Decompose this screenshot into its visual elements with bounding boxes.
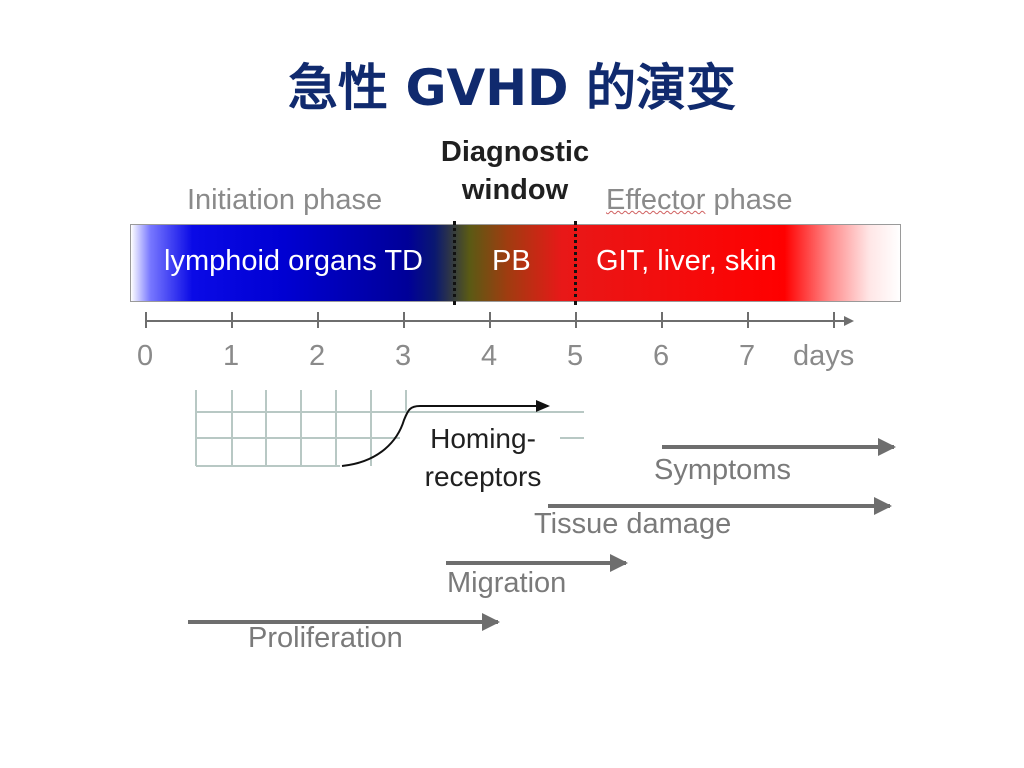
homing-receptors-label: Homing-receptors <box>424 423 542 492</box>
symptoms-label: Symptoms <box>654 454 791 486</box>
slide-title: 急性 GVHD 的演变 <box>288 59 736 117</box>
timeline-gradient-bar <box>130 224 901 302</box>
axis-tick-label: 4 <box>481 340 498 372</box>
initiation-phase-label: Initiation phase <box>187 184 383 216</box>
axis-tick-label: 5 <box>567 340 584 372</box>
diagnostic-window-end-line <box>574 221 577 305</box>
axis-tick-label: 6 <box>653 340 670 372</box>
phase-word: phase <box>705 184 793 216</box>
diagnostic-window-start-line <box>453 221 456 305</box>
migration-label: Migration <box>447 567 567 599</box>
axis-tick-label: 7 <box>739 340 756 372</box>
tissue-damage-label: Tissue damage <box>534 508 732 540</box>
git-liver-skin-label: GIT, liver, skin <box>596 245 777 277</box>
axis-tick-label: 1 <box>223 340 240 372</box>
pb-label: PB <box>492 245 531 277</box>
axis-ticks <box>145 312 835 328</box>
effector-word: Effector <box>606 184 706 216</box>
homing-receptor-curve <box>341 400 550 467</box>
axis-tick-label: 0 <box>137 340 154 372</box>
axis-unit-label: days <box>793 340 855 372</box>
effector-phase-label: Effector phase <box>606 184 792 217</box>
axis-tick-label: 3 <box>395 340 412 372</box>
homing-grid <box>195 390 584 467</box>
diagnostic-window-label: Diagnostic window <box>440 136 590 206</box>
lymphoid-organs-label: lymphoid organs TD <box>164 245 423 277</box>
proliferation-label: Proliferation <box>248 622 403 654</box>
axis-tick-label: 2 <box>309 340 326 372</box>
